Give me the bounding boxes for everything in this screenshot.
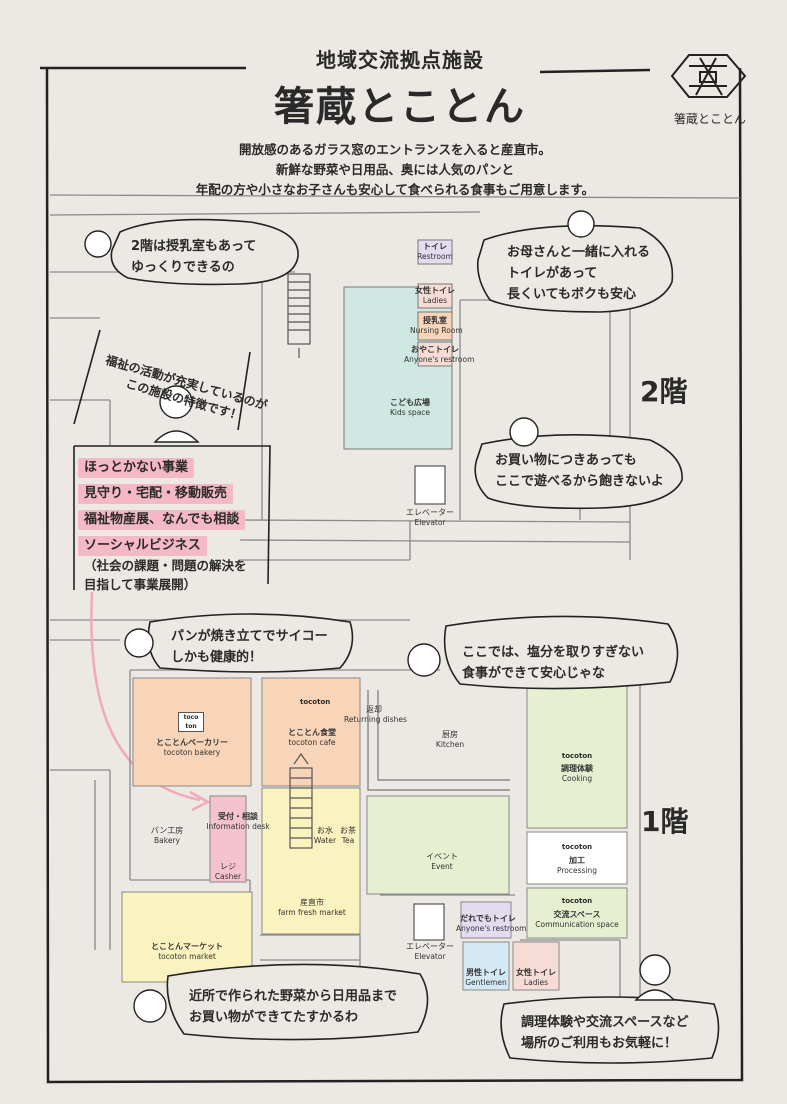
highlight-item: ソーシャルビジネス [78, 536, 207, 556]
highlight-item: 福祉物産展、なんでも相談 [78, 510, 246, 530]
communication-badge: tocoton [561, 897, 593, 905]
bakery-badge: toco ton [178, 712, 204, 732]
processing-badge: tocoton [561, 843, 593, 851]
bubble-mother: お母さんと一緒に入れるトイレがあって長くいてもボクも安心 [507, 245, 651, 302]
cooking-badge: tocoton [561, 752, 593, 760]
floor-label-2f: 2階 [640, 375, 688, 408]
intro-text: 開放感のあるガラス窓のエントランスを入ると産直市。 新鮮な野菜や日用品、奥には人… [195, 142, 595, 197]
bubble-salt: ここでは、塩分を取りすぎない食事ができて安心じゃな [462, 645, 645, 681]
bubble-vegetables: 近所で作られた野菜から日用品までお買い物ができてたすかるわ [189, 989, 398, 1025]
highlight-item: ほっとかない事業 [78, 458, 195, 478]
floor-label-1f: 1階 [641, 805, 689, 838]
bubble-bread: パンが焼き立てでサイコーしかも健康的！ [171, 629, 328, 665]
bubble-kids: お買い物につきあってもここで遊べるから飽きないよ [495, 453, 664, 489]
highlight-note: （社会の課題・問題の解決を目指して事業展開） [84, 558, 247, 592]
bubble-nursing: 2階は授乳室もあってゆっくりできるの [131, 239, 257, 275]
cafe-badge: tocoton [300, 698, 331, 706]
logo-icon [670, 54, 747, 98]
highlight-item: 見守り・宅配・移動販売 [78, 484, 234, 504]
logo-caption: 箸蔵とことん [673, 112, 746, 126]
bubble-cooking: 調理体験や交流スペースなど場所のご利用もお気軽に！ [521, 1015, 689, 1051]
facility-title: 箸蔵とことん [274, 84, 526, 130]
facility-subtitle: 地域交流拠点施設 [316, 48, 484, 72]
